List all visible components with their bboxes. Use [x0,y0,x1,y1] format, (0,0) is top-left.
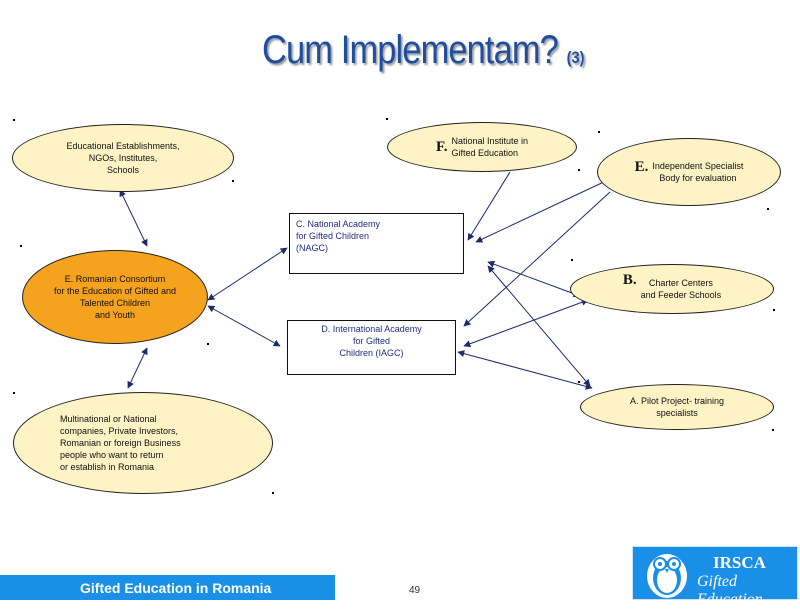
dot [13,392,15,394]
dot [272,492,274,494]
label-specialist-letter: E. [634,159,649,175]
logo-name: IRSCA [713,553,766,572]
label-charter: Charter Centers and Feeder Schools [640,278,722,300]
arrow-specialist-iagc [463,191,611,327]
arrow-consortium-investors [127,347,148,389]
irsca-logo: IRSCA Gifted Education [632,546,798,608]
footer-label: Gifted Education in Romania [80,579,272,596]
arrow-institute-nagc [467,171,511,241]
dot [578,169,580,171]
title-main: Cum Implementam? [262,28,559,72]
label-charter-letter: B. [622,272,637,288]
node-pilot-project: A. Pilot Project- training specialists [580,384,774,430]
dot [772,429,774,431]
arrow-pilot-iagc [457,350,593,390]
node-charter-centers: B. Charter Centers and Feeder Schools [570,264,774,314]
footer-bar: Gifted Education in Romania [0,575,335,600]
logo-tagline: Gifted Education [697,573,763,608]
title-sub: (3) [566,48,585,67]
page-number: 49 [409,585,421,596]
dot [13,119,15,121]
dot [598,131,600,133]
arrow-consortium-nagc [207,247,288,301]
dot [20,245,22,247]
dot [386,118,388,120]
label-institute-letter: F. [435,139,448,155]
arrow-educational-consortium [119,189,148,247]
owl-icon [647,554,687,598]
node-national-institute: F. National Institute in Gifted Educatio… [387,122,577,172]
label-iagc: D. International Academy for Gifted Chil… [321,324,422,358]
label-consortium: E. Romanian Consortium for the Education… [53,274,177,320]
dot [773,309,775,311]
label-specialist: Independent Specialist Body for evaluati… [652,161,744,183]
node-romanian-consortium: E. Romanian Consortium for the Education… [22,250,208,344]
arrow-specialist-nagc [475,179,609,243]
label-educational: Educational Establishments, NGOs, Instit… [66,141,180,175]
dot [232,180,234,182]
node-nagc: C. National Academy for Gifted Children … [289,213,464,274]
dot [767,208,769,210]
dot [571,259,573,261]
arrow-charter-iagc [463,298,589,348]
dot [578,381,580,383]
node-iagc: D. International Academy for Gifted Chil… [287,320,456,375]
slide-title: Cum Implementam? (3) [262,28,585,73]
label-investors: Multinational or National companies, Pri… [60,414,181,472]
node-independent-specialist: E. Independent Specialist Body for evalu… [597,138,781,206]
node-investors: Multinational or National companies, Pri… [13,392,273,494]
node-educational-establishments: Educational Establishments, NGOs, Instit… [12,124,234,192]
label-pilot: A. Pilot Project- training specialists [629,396,725,418]
arrow-consortium-iagc [207,305,281,347]
label-nagc: C. National Academy for Gifted Children … [296,219,381,253]
dot [207,343,209,345]
label-institute: National Institute in Gifted Education [451,136,529,158]
